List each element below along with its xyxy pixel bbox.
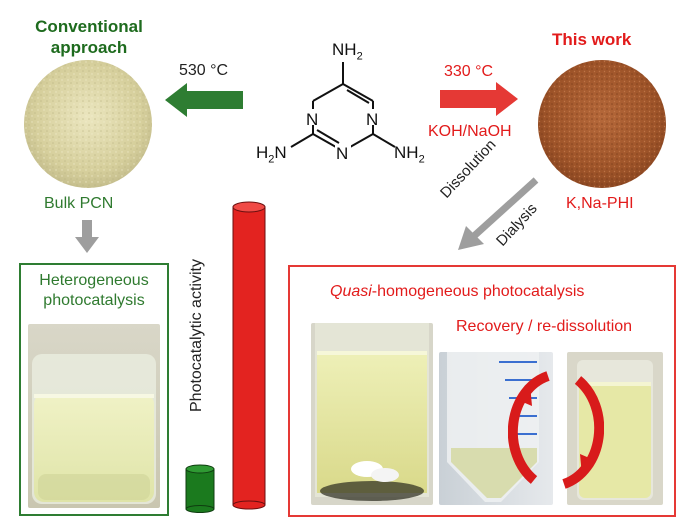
down-arrow-icon (75, 220, 99, 254)
diagonal-grey-arrow-icon (452, 176, 542, 256)
k-na-phi-label: K,Na-PHI (566, 195, 634, 212)
nh2-top-sub: 2 (356, 50, 363, 63)
bulk-pcn-powder-image (22, 58, 154, 190)
nh2-top-text: NH (332, 40, 357, 59)
green-activity-bar (184, 463, 216, 513)
conventional-title-line2: approach (50, 38, 128, 57)
quasi-homogeneous-vial-photo (311, 323, 433, 505)
right-red-arrow-icon (438, 82, 518, 116)
nh2-right-text: NH (394, 143, 419, 162)
heterogeneous-title-line1: Heterogeneous (39, 272, 149, 289)
k-na-phi-powder-image (536, 58, 668, 190)
photocatalytic-activity-label: Photocatalytic activity (188, 259, 205, 412)
melamine-n-bottom: N (336, 144, 349, 163)
melamine-nh2-top: NH2 (332, 40, 363, 62)
melamine-structure (243, 28, 443, 178)
quasi-italic-text: Quasi (330, 283, 372, 300)
conventional-temperature-label: 530 °C (179, 62, 229, 79)
this-work-temperature-label: 330 °C (444, 63, 494, 80)
recycle-arrows-icon (508, 362, 604, 498)
quasi-title-rest: -homogeneous photocatalysis (371, 283, 585, 300)
red-activity-bar (231, 200, 267, 513)
heterogeneous-box-title: Heterogeneous photocatalysis (21, 271, 167, 311)
h2n-h: H (256, 143, 269, 162)
conventional-approach-title: Conventional approach (24, 16, 154, 58)
bulk-pcn-label: Bulk PCN (44, 195, 114, 212)
redissolved-vial-photo (567, 352, 663, 505)
melamine-n-right: N (366, 110, 379, 129)
heterogeneous-vial-photo (28, 324, 160, 508)
quasi-homogeneous-title: Quasi-homogeneous photocatalysis (330, 283, 584, 301)
melamine-h2n-left: H2N (256, 143, 287, 165)
heterogeneous-photocatalysis-box: Heterogeneous photocatalysis (19, 263, 169, 516)
left-green-arrow-icon (165, 83, 245, 117)
heterogeneous-title-line2: photocatalysis (43, 292, 145, 309)
h2n-n: N (274, 143, 287, 162)
recovery-label: Recovery / re-dissolution (456, 318, 633, 335)
melamine-nh2-right: NH2 (394, 143, 425, 165)
this-work-reagent-label: KOH/NaOH (428, 123, 512, 140)
h2n-sub: 2 (268, 153, 275, 166)
this-work-title: This work (552, 30, 632, 49)
nh2-right-sub: 2 (418, 153, 425, 166)
conventional-title-line1: Conventional (35, 17, 143, 36)
melamine-n-left: N (306, 110, 319, 129)
quasi-homogeneous-photocatalysis-box: Quasi-homogeneous photocatalysis Recover… (288, 265, 676, 517)
